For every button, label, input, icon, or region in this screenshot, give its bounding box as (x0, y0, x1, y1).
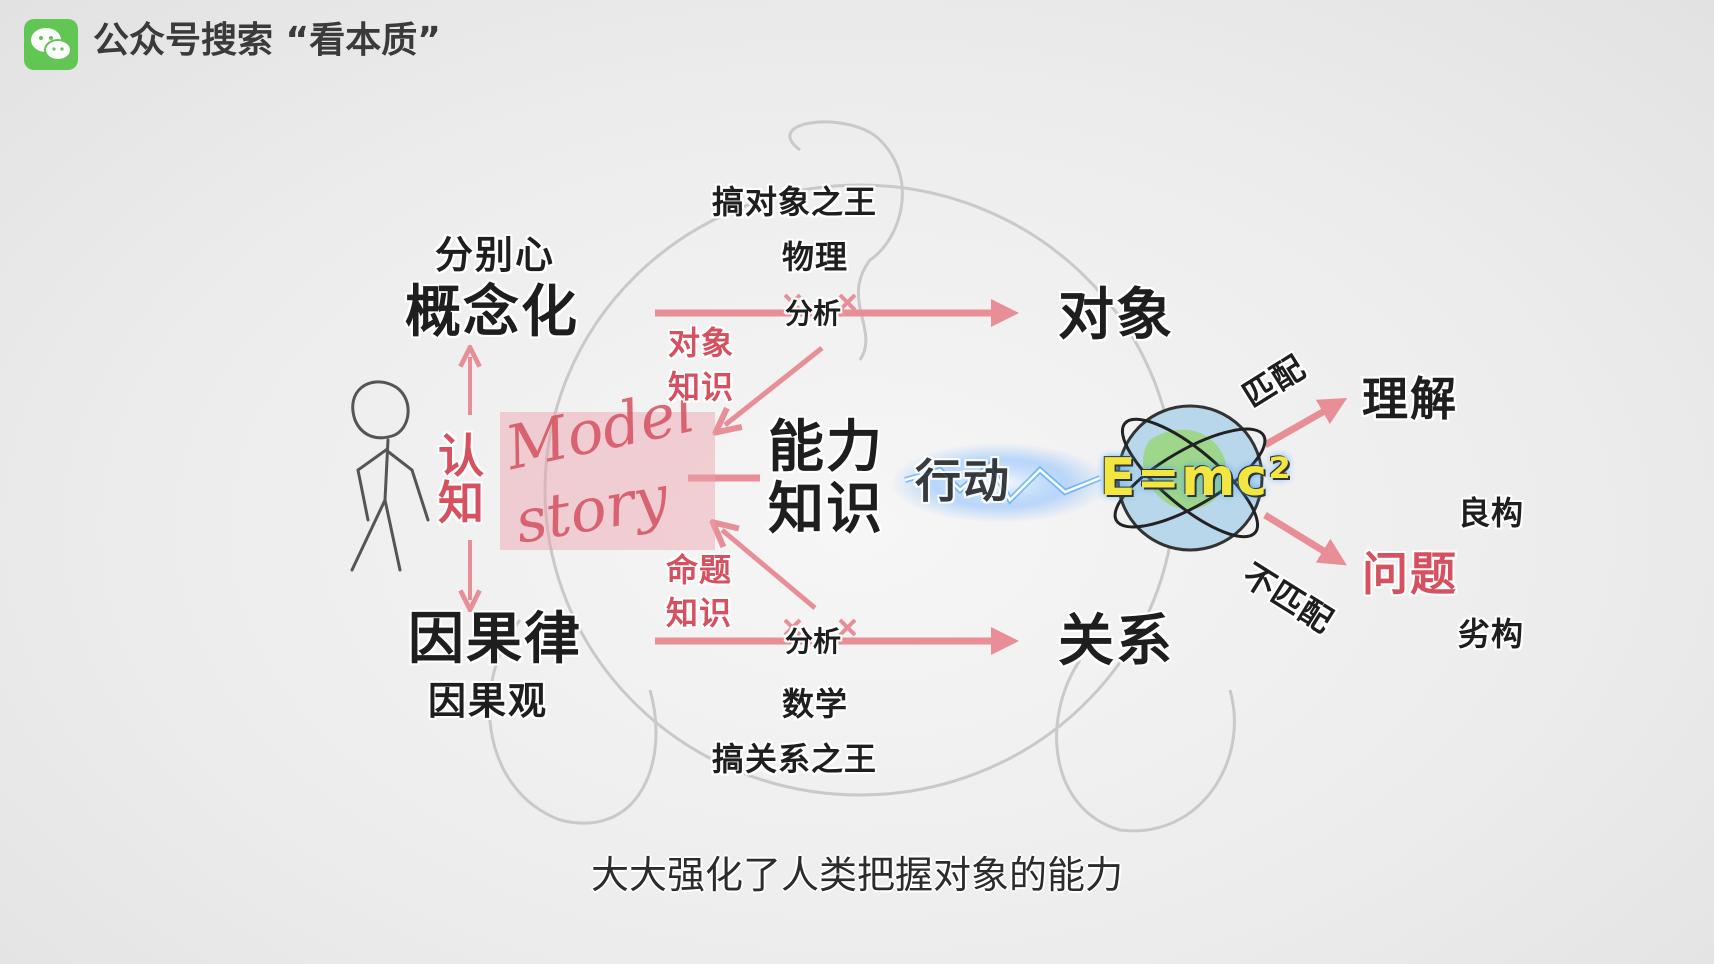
label-ability: 能力 (768, 415, 884, 480)
label-well-structured: 良构 (1458, 494, 1525, 532)
brand-title: 公众号搜索 “看本质” (93, 20, 441, 61)
lightning-bolt (890, 443, 1110, 523)
label-conceptualization: 概念化 (405, 280, 579, 345)
formula-emc2: E=mc² (1100, 448, 1292, 508)
stick-figure (350, 380, 430, 572)
model-story-box (500, 412, 715, 550)
wechat-icon (24, 19, 78, 70)
analysis-markers (783, 293, 857, 637)
label-object-target: 对象 (1058, 283, 1174, 348)
label-physics: 物理 (782, 238, 849, 276)
label-cognition-bottom: 知 (438, 476, 486, 530)
label-object-king: 搞对象之王 (712, 183, 878, 221)
label-causality: 因果律 (408, 607, 582, 672)
globe-icon (1113, 404, 1267, 552)
label-proposition-knowledge-2: 知识 (666, 594, 733, 632)
label-problem: 问题 (1362, 547, 1458, 601)
result-arrows (1263, 398, 1348, 566)
label-object-knowledge-2: 知识 (668, 368, 735, 406)
label-distinction: 分别心 (435, 233, 556, 277)
label-action: 行动 (915, 454, 1011, 508)
label-causal-view: 因果观 (428, 679, 549, 723)
label-understanding: 理解 (1362, 372, 1458, 426)
label-proposition-knowledge-1: 命题 (666, 551, 733, 589)
label-relation-target: 关系 (1058, 609, 1174, 674)
label-relation-king: 搞关系之王 (712, 740, 878, 778)
label-ill-structured: 劣构 (1458, 615, 1525, 653)
label-cognition-top: 认 (438, 429, 486, 483)
label-math: 数学 (782, 685, 849, 723)
main-arrows (655, 299, 1019, 655)
video-subtitle: 大大强化了人类把握对象的能力 (590, 853, 1123, 897)
label-analysis-bottom: 分析 (785, 625, 842, 658)
knowledge-arrows (722, 346, 824, 610)
label-ability-knowledge: 知识 (768, 477, 884, 542)
label-analysis-top: 分析 (785, 297, 842, 330)
label-object-knowledge-1: 对象 (668, 324, 735, 362)
